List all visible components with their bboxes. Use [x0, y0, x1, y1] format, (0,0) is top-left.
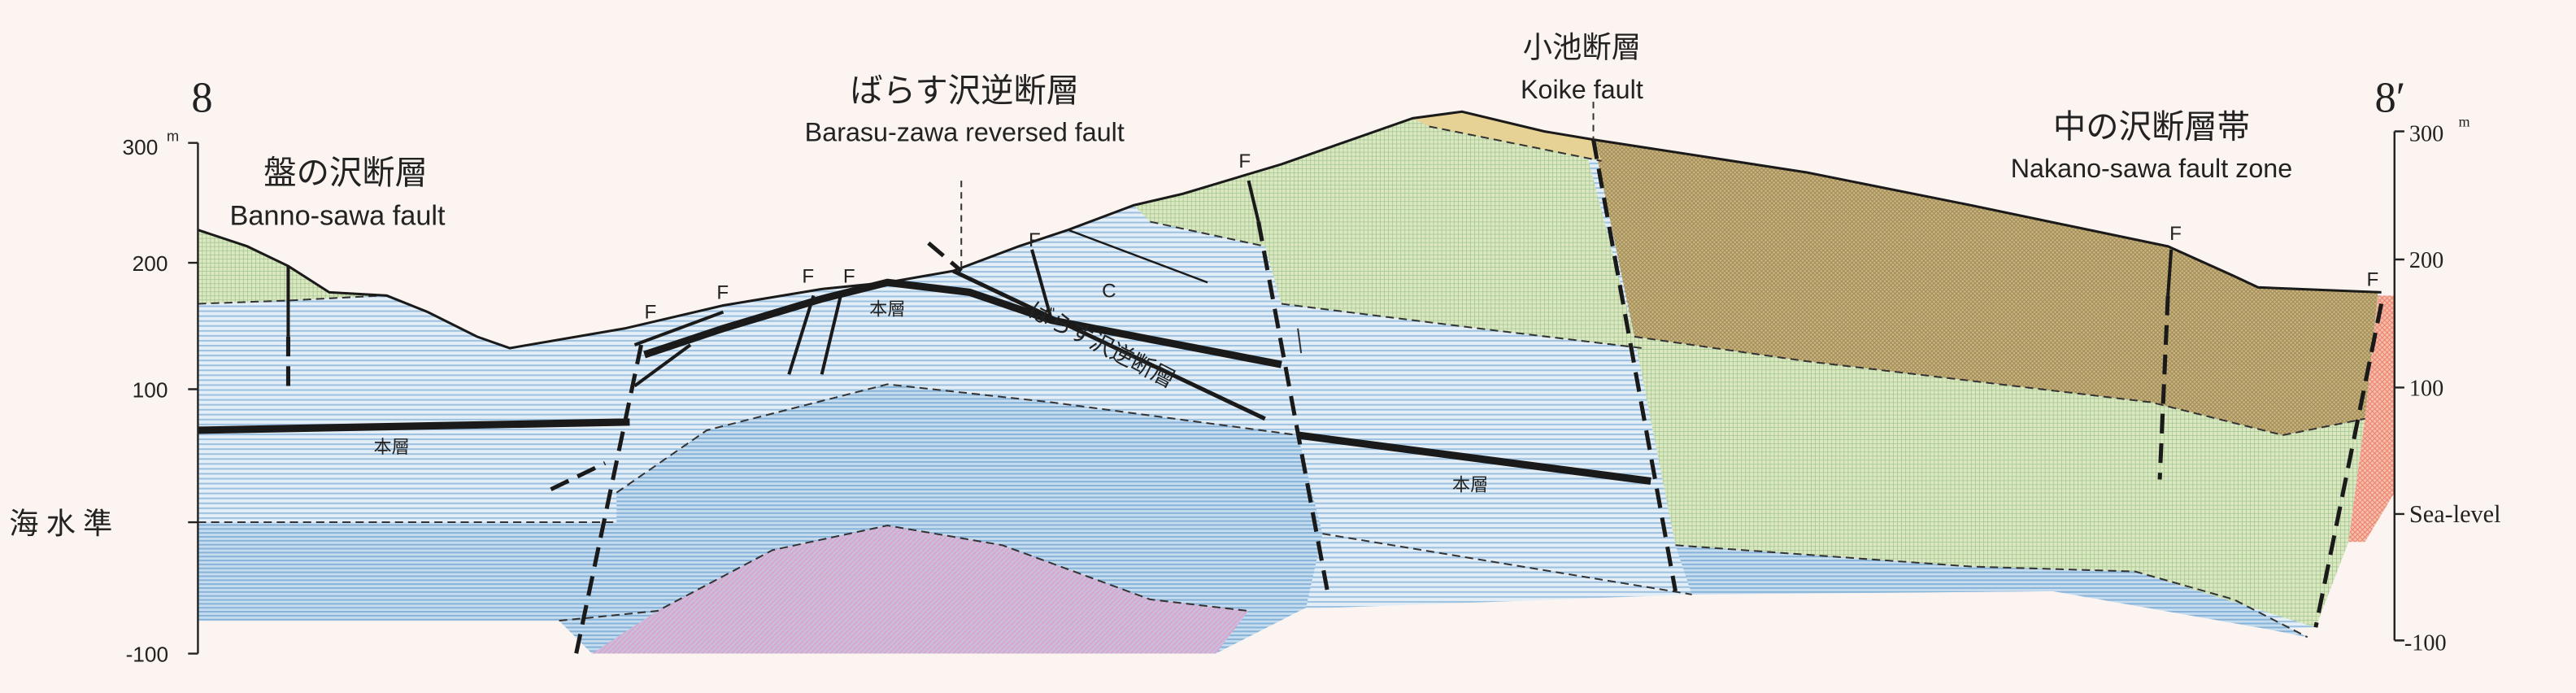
fault-mark: F — [2169, 223, 2182, 245]
layer-brown — [1593, 139, 2378, 436]
banno-sawa-title-en: Banno-sawa fault — [229, 201, 446, 232]
main-layer-label: 本層 — [373, 437, 409, 457]
right-tick-minus100: -100 — [2404, 631, 2447, 656]
layer-lower-blue-right — [1675, 545, 2308, 638]
main-layer-label: 本層 — [1452, 475, 1488, 495]
layer-purple — [591, 525, 1249, 654]
fault-mark: F — [1238, 150, 1251, 172]
left-tick-sea-level: 海 水 準 — [9, 508, 112, 540]
slip-arrow — [1113, 328, 1303, 360]
koike-title-ja: 小池断層 — [1523, 31, 1641, 64]
left-unit: m — [167, 129, 179, 145]
section-start-label: 8 — [191, 74, 212, 121]
fault-mark: F — [2366, 268, 2378, 290]
layer-green-right — [1634, 336, 2365, 628]
layer-green-middle — [1134, 118, 1643, 349]
contact-lines — [198, 125, 2365, 639]
banno-sawa-title-ja: 盤の沢断層 — [263, 154, 428, 191]
left-tick-minus100: -100 — [126, 643, 169, 667]
nakano-sawa-title-en: Nakano-sawa fault zone — [2011, 154, 2293, 183]
fault-mark: F — [645, 302, 657, 324]
right-tick-200: 200 — [2409, 248, 2443, 273]
fault-lines-dashed — [285, 139, 2384, 658]
koike-title-en: Koike fault — [1521, 75, 1643, 104]
layer-green-left — [198, 229, 382, 304]
barasu-zawa-title-ja: ばらす沢逆断層 — [850, 72, 1079, 109]
layer-pink — [2348, 295, 2395, 543]
topographic-surface — [197, 110, 2382, 350]
fault-mark: F — [1029, 229, 1041, 251]
left-tick-300: 300 — [123, 135, 159, 159]
section-end-label: 8′ — [2375, 74, 2406, 121]
fault-mark: F — [716, 281, 729, 303]
left-axis — [188, 142, 199, 655]
fault-marks: F F F F F F F F — [645, 150, 2379, 324]
fault-mark: F — [802, 265, 814, 287]
left-tick-100: 100 — [133, 378, 168, 403]
main-layer-label: 本層 — [869, 299, 905, 320]
nakano-sawa-title-ja: 中の沢断層帯 — [2053, 108, 2250, 146]
right-tick-sea-level: Sea-level — [2409, 500, 2501, 528]
c-label: C — [1102, 280, 1116, 302]
right-tick-300: 300 — [2409, 122, 2443, 147]
fault-lines-solid — [286, 180, 2174, 421]
fault-mark: F — [843, 265, 855, 287]
layer-tan — [1412, 111, 1602, 161]
left-tick-200: 200 — [133, 251, 168, 276]
right-axis — [2393, 130, 2404, 642]
barasu-zawa-title-en: Barasu-zawa reversed fault — [805, 118, 1125, 147]
right-tick-100: 100 — [2409, 377, 2443, 402]
right-unit: m — [2459, 113, 2470, 129]
